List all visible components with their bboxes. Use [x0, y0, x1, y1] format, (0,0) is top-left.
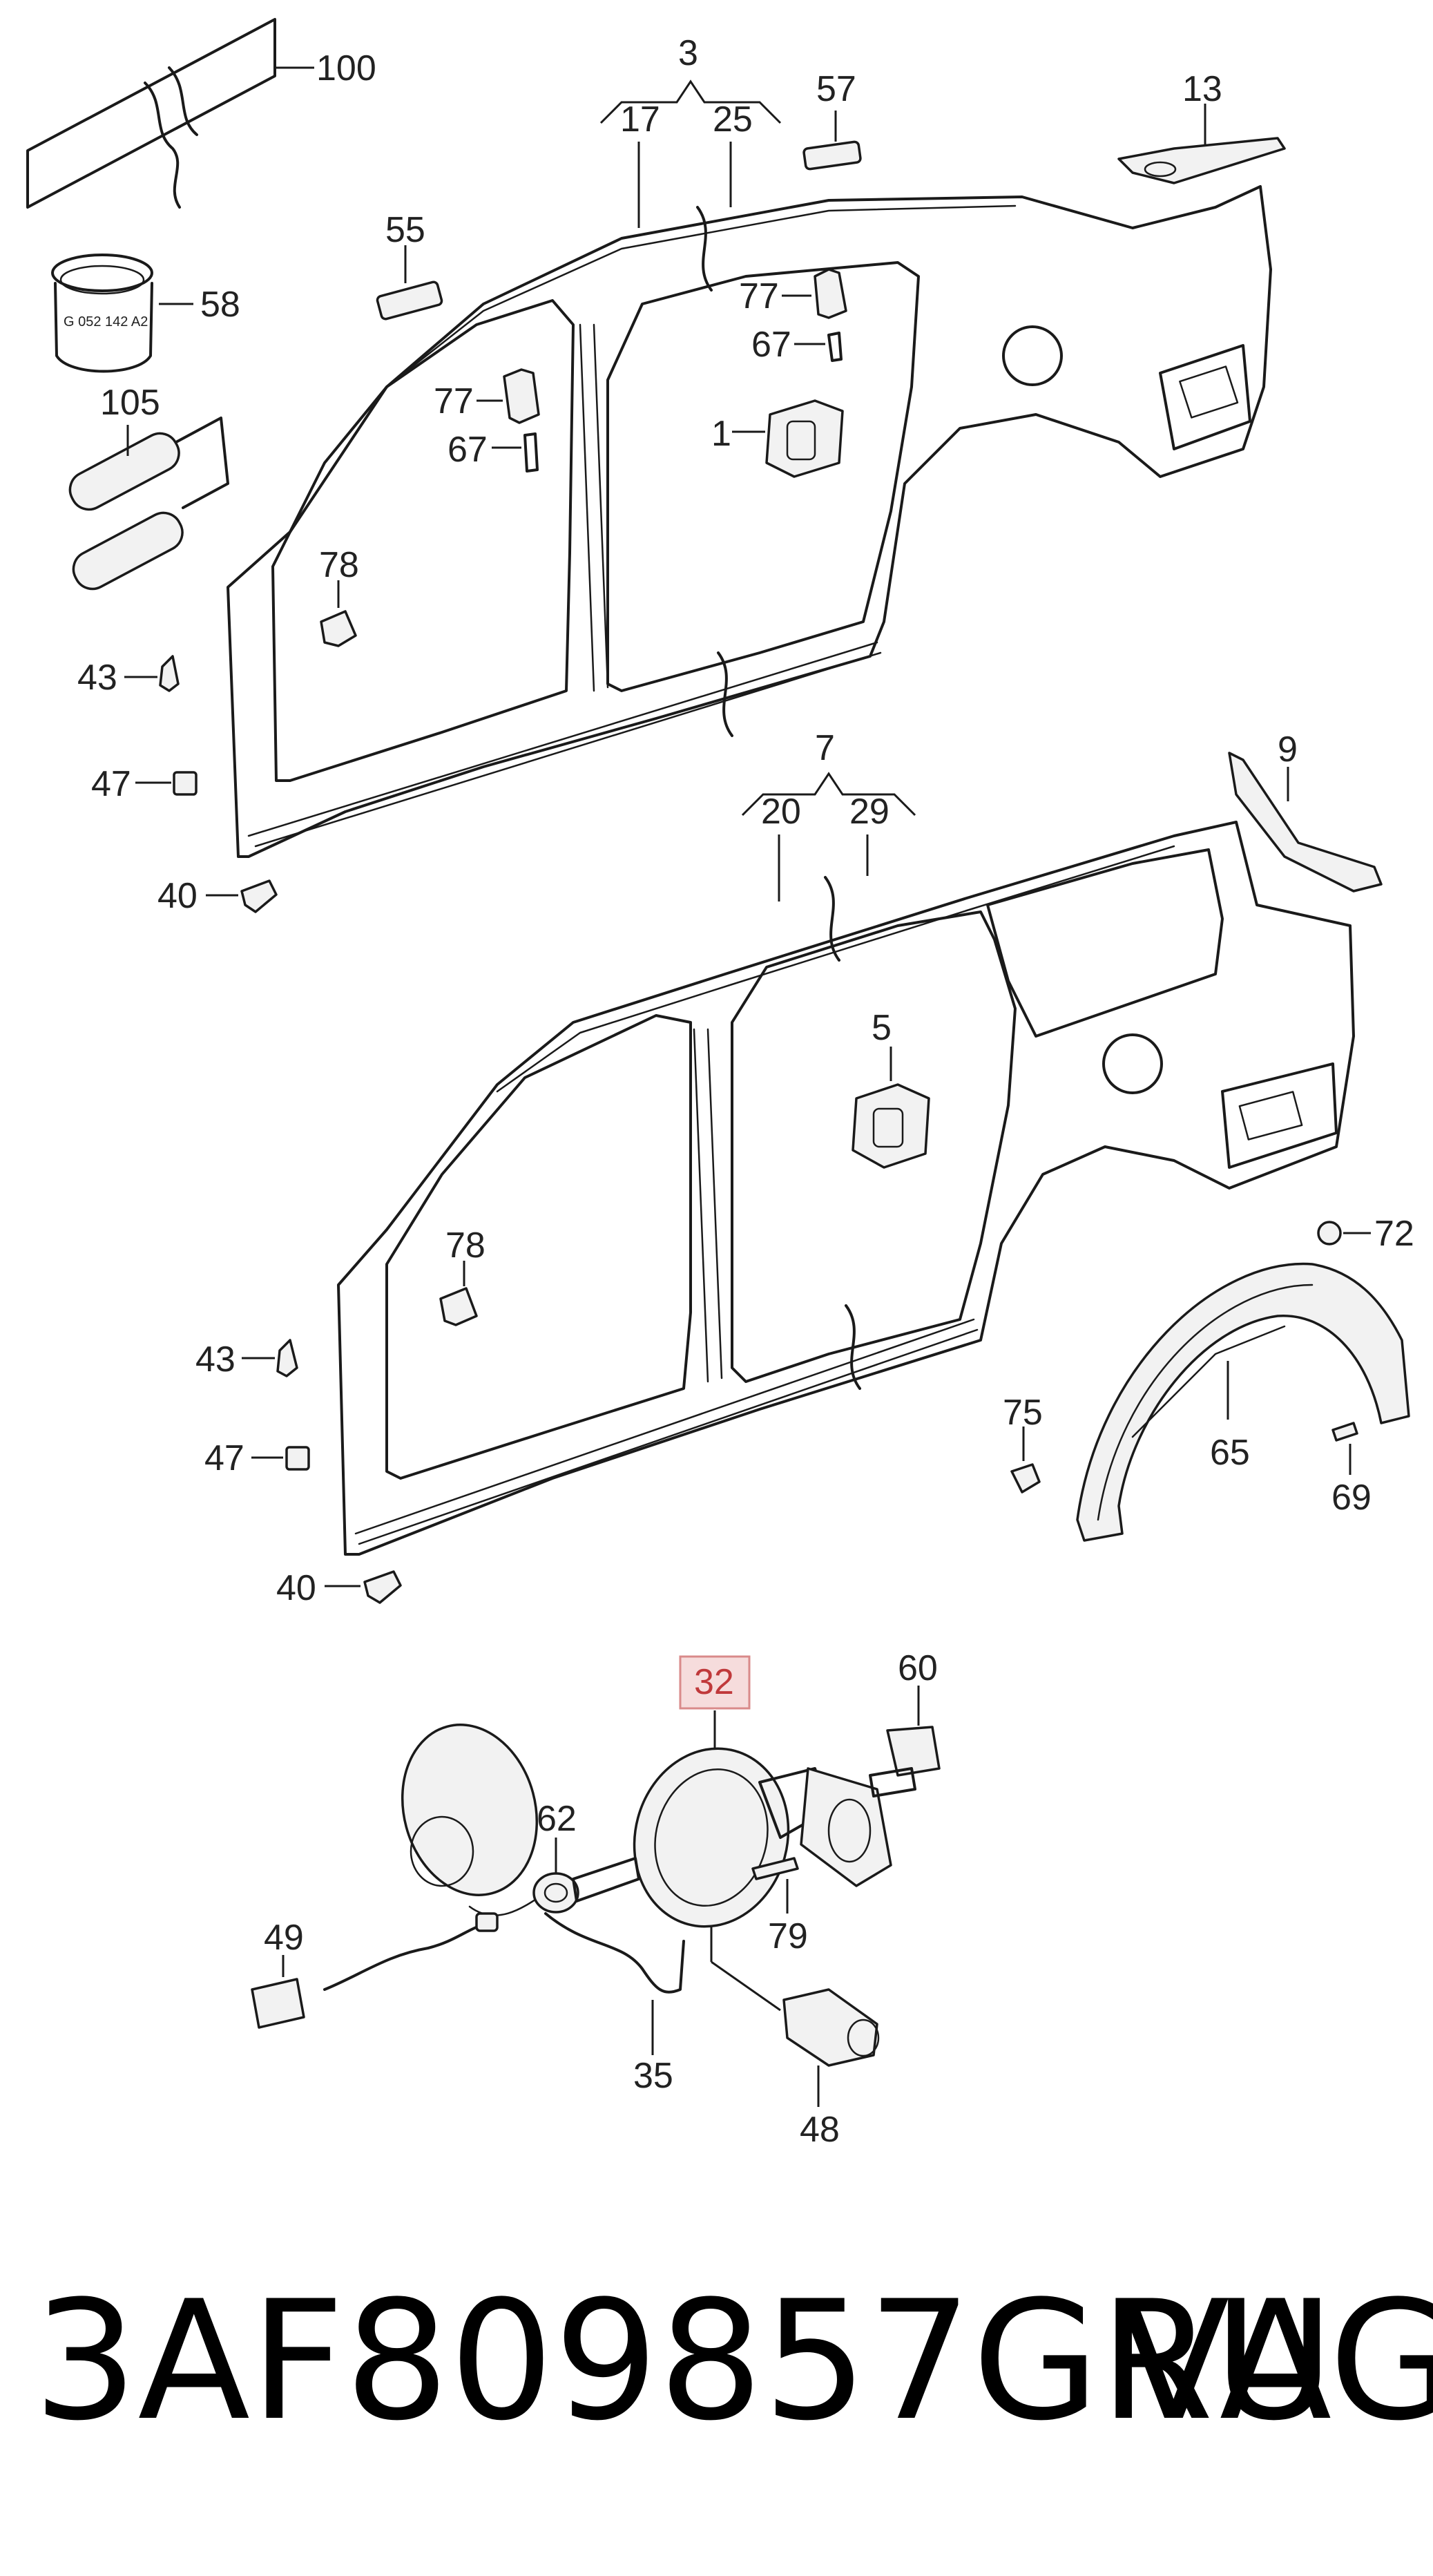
label-58: 58 [200, 285, 240, 325]
part-62-grommet [532, 1838, 640, 1914]
label-78-upper: 78 [319, 545, 359, 585]
label-69: 69 [1331, 1478, 1372, 1518]
part-5-bracket [852, 1047, 930, 1169]
part-78-upper [320, 580, 357, 647]
label-55: 55 [385, 210, 425, 250]
label-13: 13 [1182, 69, 1222, 109]
part-78-lower [439, 1261, 478, 1326]
part-105-cartridges [68, 417, 229, 591]
label-78-lower: 78 [445, 1225, 485, 1266]
label-17: 17 [620, 99, 660, 140]
label-40-lower: 40 [276, 1568, 316, 1608]
part-77-67-upper-left [477, 368, 540, 473]
label-1: 1 [711, 414, 731, 454]
upper-side-panel [227, 185, 1272, 858]
label-105: 105 [100, 383, 160, 423]
label-77-upper-left: 77 [434, 381, 474, 421]
label-67-upper-right: 67 [751, 325, 791, 365]
part-79-screw [751, 1857, 799, 1914]
part-75-clip [1010, 1427, 1041, 1494]
label-75: 75 [1003, 1393, 1043, 1433]
part-57-clip [802, 111, 862, 171]
label-29: 29 [849, 792, 889, 832]
part-58-sleeve: G 052 142 A2 [51, 254, 193, 373]
part-49-wiring [251, 1912, 499, 2029]
part-69-screw [1331, 1422, 1358, 1475]
label-47-upper: 47 [91, 764, 131, 804]
label-49: 49 [264, 1918, 304, 1958]
part-100-sheet [26, 18, 314, 209]
part-43-upper [124, 655, 180, 692]
label-43-lower: 43 [195, 1339, 235, 1380]
part-32-highlight: 32 [679, 1655, 751, 1755]
part-77-67-upper [782, 268, 847, 362]
label-79: 79 [768, 1916, 808, 1956]
part-48-unit [782, 1988, 880, 2107]
label-35: 35 [633, 2056, 673, 2096]
part-43-lower [242, 1339, 298, 1377]
bracket-3 [599, 79, 782, 124]
fuel-cap [401, 1724, 547, 1916]
brand-name: VAG [1117, 2266, 1433, 2457]
label-7: 7 [815, 728, 835, 768]
label-65: 65 [1210, 1433, 1250, 1473]
part-47-upper [135, 771, 198, 796]
label-48: 48 [800, 2110, 840, 2150]
highlight-box-32 [679, 1655, 751, 1710]
label-20: 20 [761, 792, 801, 832]
label-57: 57 [816, 69, 856, 109]
part-35-hose [544, 1912, 685, 2055]
part-9-strip [1228, 752, 1383, 893]
label-77-upper-right: 77 [739, 276, 779, 316]
label-47-lower: 47 [204, 1438, 244, 1478]
label-40-upper: 40 [157, 876, 198, 916]
label-3: 3 [678, 33, 698, 73]
part-60-actuator [869, 1686, 941, 1797]
label-67-upper-left: 67 [448, 430, 488, 470]
label-43-upper: 43 [77, 658, 117, 698]
label-32: 32 [694, 1662, 734, 1702]
part-13-strip [1117, 104, 1286, 184]
part-32-fuel-housing [633, 1747, 892, 2012]
part-40-lower [325, 1570, 402, 1604]
label-62: 62 [537, 1799, 577, 1839]
part-65-wheelhouse-liner [1076, 1262, 1410, 1542]
label-5: 5 [872, 1008, 892, 1048]
part-47-lower [251, 1446, 310, 1471]
part-72-clip [1317, 1221, 1371, 1246]
part-number: 3AF809857GRU [33, 2266, 1334, 2457]
bracket-7 [741, 772, 916, 817]
part-40-upper [206, 879, 278, 913]
label-60: 60 [898, 1648, 938, 1688]
label-25: 25 [713, 99, 753, 140]
part-55-clip [376, 245, 443, 321]
lower-side-panel [337, 821, 1355, 1556]
label-72: 72 [1374, 1214, 1414, 1254]
label-100: 100 [316, 48, 376, 88]
part-1-bracket [732, 399, 844, 478]
label-9: 9 [1278, 729, 1298, 770]
part-number-title: 3AF809857GRU VAG [33, 2266, 1433, 2459]
sleeve-marking: G 052 142 A2 [64, 314, 148, 330]
